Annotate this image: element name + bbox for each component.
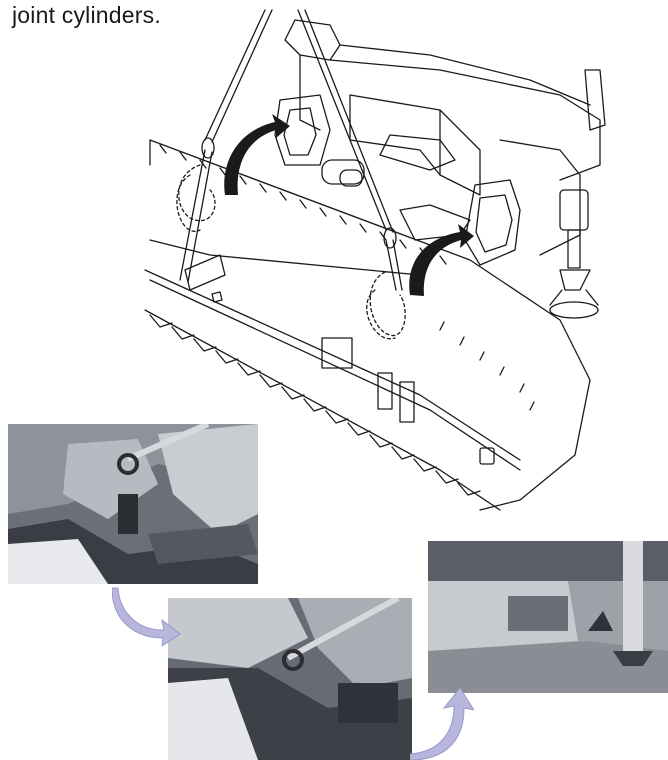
sequence-arrow-icon [410, 688, 474, 760]
crawler-track-frame [144, 139, 591, 511]
lifting-cables [179, 9, 403, 291]
lift-arrow-icon [224, 114, 290, 195]
car-body-frame [274, 19, 606, 319]
caption-text: joint cylinders. [12, 2, 161, 28]
sling-loops [176, 164, 406, 340]
photo-shackle-step-1 [8, 424, 258, 584]
photo-shackle-step-2 [168, 598, 412, 760]
photo-jack-cylinder [428, 541, 668, 693]
sequence-arrow-icon [112, 587, 181, 646]
lift-arrow-icon [409, 224, 474, 296]
